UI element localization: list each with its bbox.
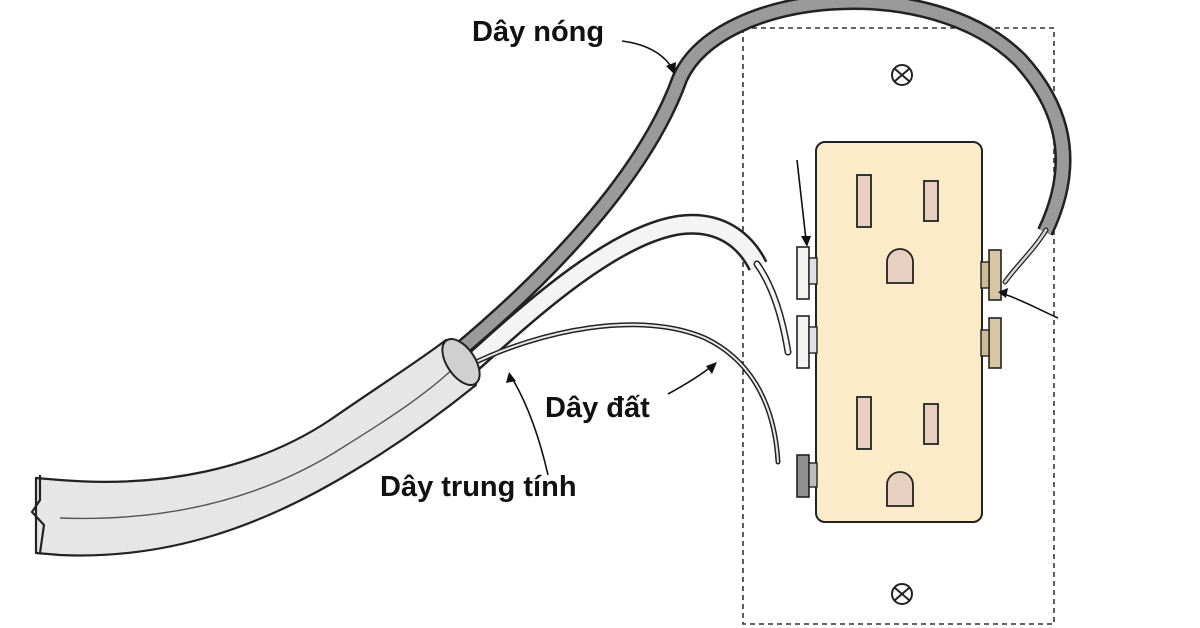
hot-wire-label: Dây nóng [472,16,605,48]
hot-wire [449,0,1072,361]
electrical-box-outline [742,27,1055,625]
neutral-wire-label: Dây trung tính [380,471,577,503]
bottom-mounting-screw-icon [891,583,913,605]
ground-terminal [796,454,818,498]
brass-terminal-pointer-arrow [998,288,1059,319]
neutral-wire-leader-arrow [506,372,549,476]
ground-wire [467,322,781,465]
upper-receptacle [856,174,939,284]
outlet-body [815,141,983,523]
ground-wire-label: Dây đất [545,392,650,424]
silver-terminal-pointer-arrow [796,159,811,247]
right-brass-terminals [980,249,1002,369]
hot-wire-leader-arrow [621,40,676,75]
top-mounting-screw-icon [891,64,913,86]
lower-receptacle [856,396,939,507]
neutral-wire [454,213,792,380]
left-silver-terminals [796,246,818,369]
ground-wire-leader-arrow [667,362,717,395]
sheathed-cable [30,338,481,557]
